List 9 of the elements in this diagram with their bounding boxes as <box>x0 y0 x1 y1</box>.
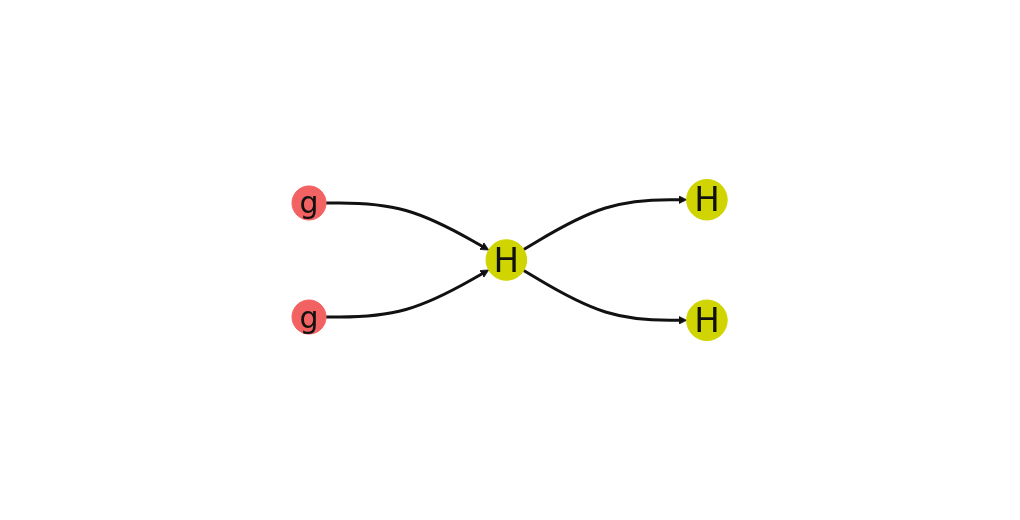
node-circle: H <box>485 239 528 281</box>
node-circle: g <box>291 299 327 335</box>
node-circle: g <box>291 185 327 221</box>
node-circle: H <box>686 178 729 221</box>
node-circle: H <box>686 299 729 342</box>
arrow <box>523 195 688 251</box>
arrow <box>326 201 490 251</box>
arrow <box>326 269 490 319</box>
arrow <box>523 269 688 325</box>
